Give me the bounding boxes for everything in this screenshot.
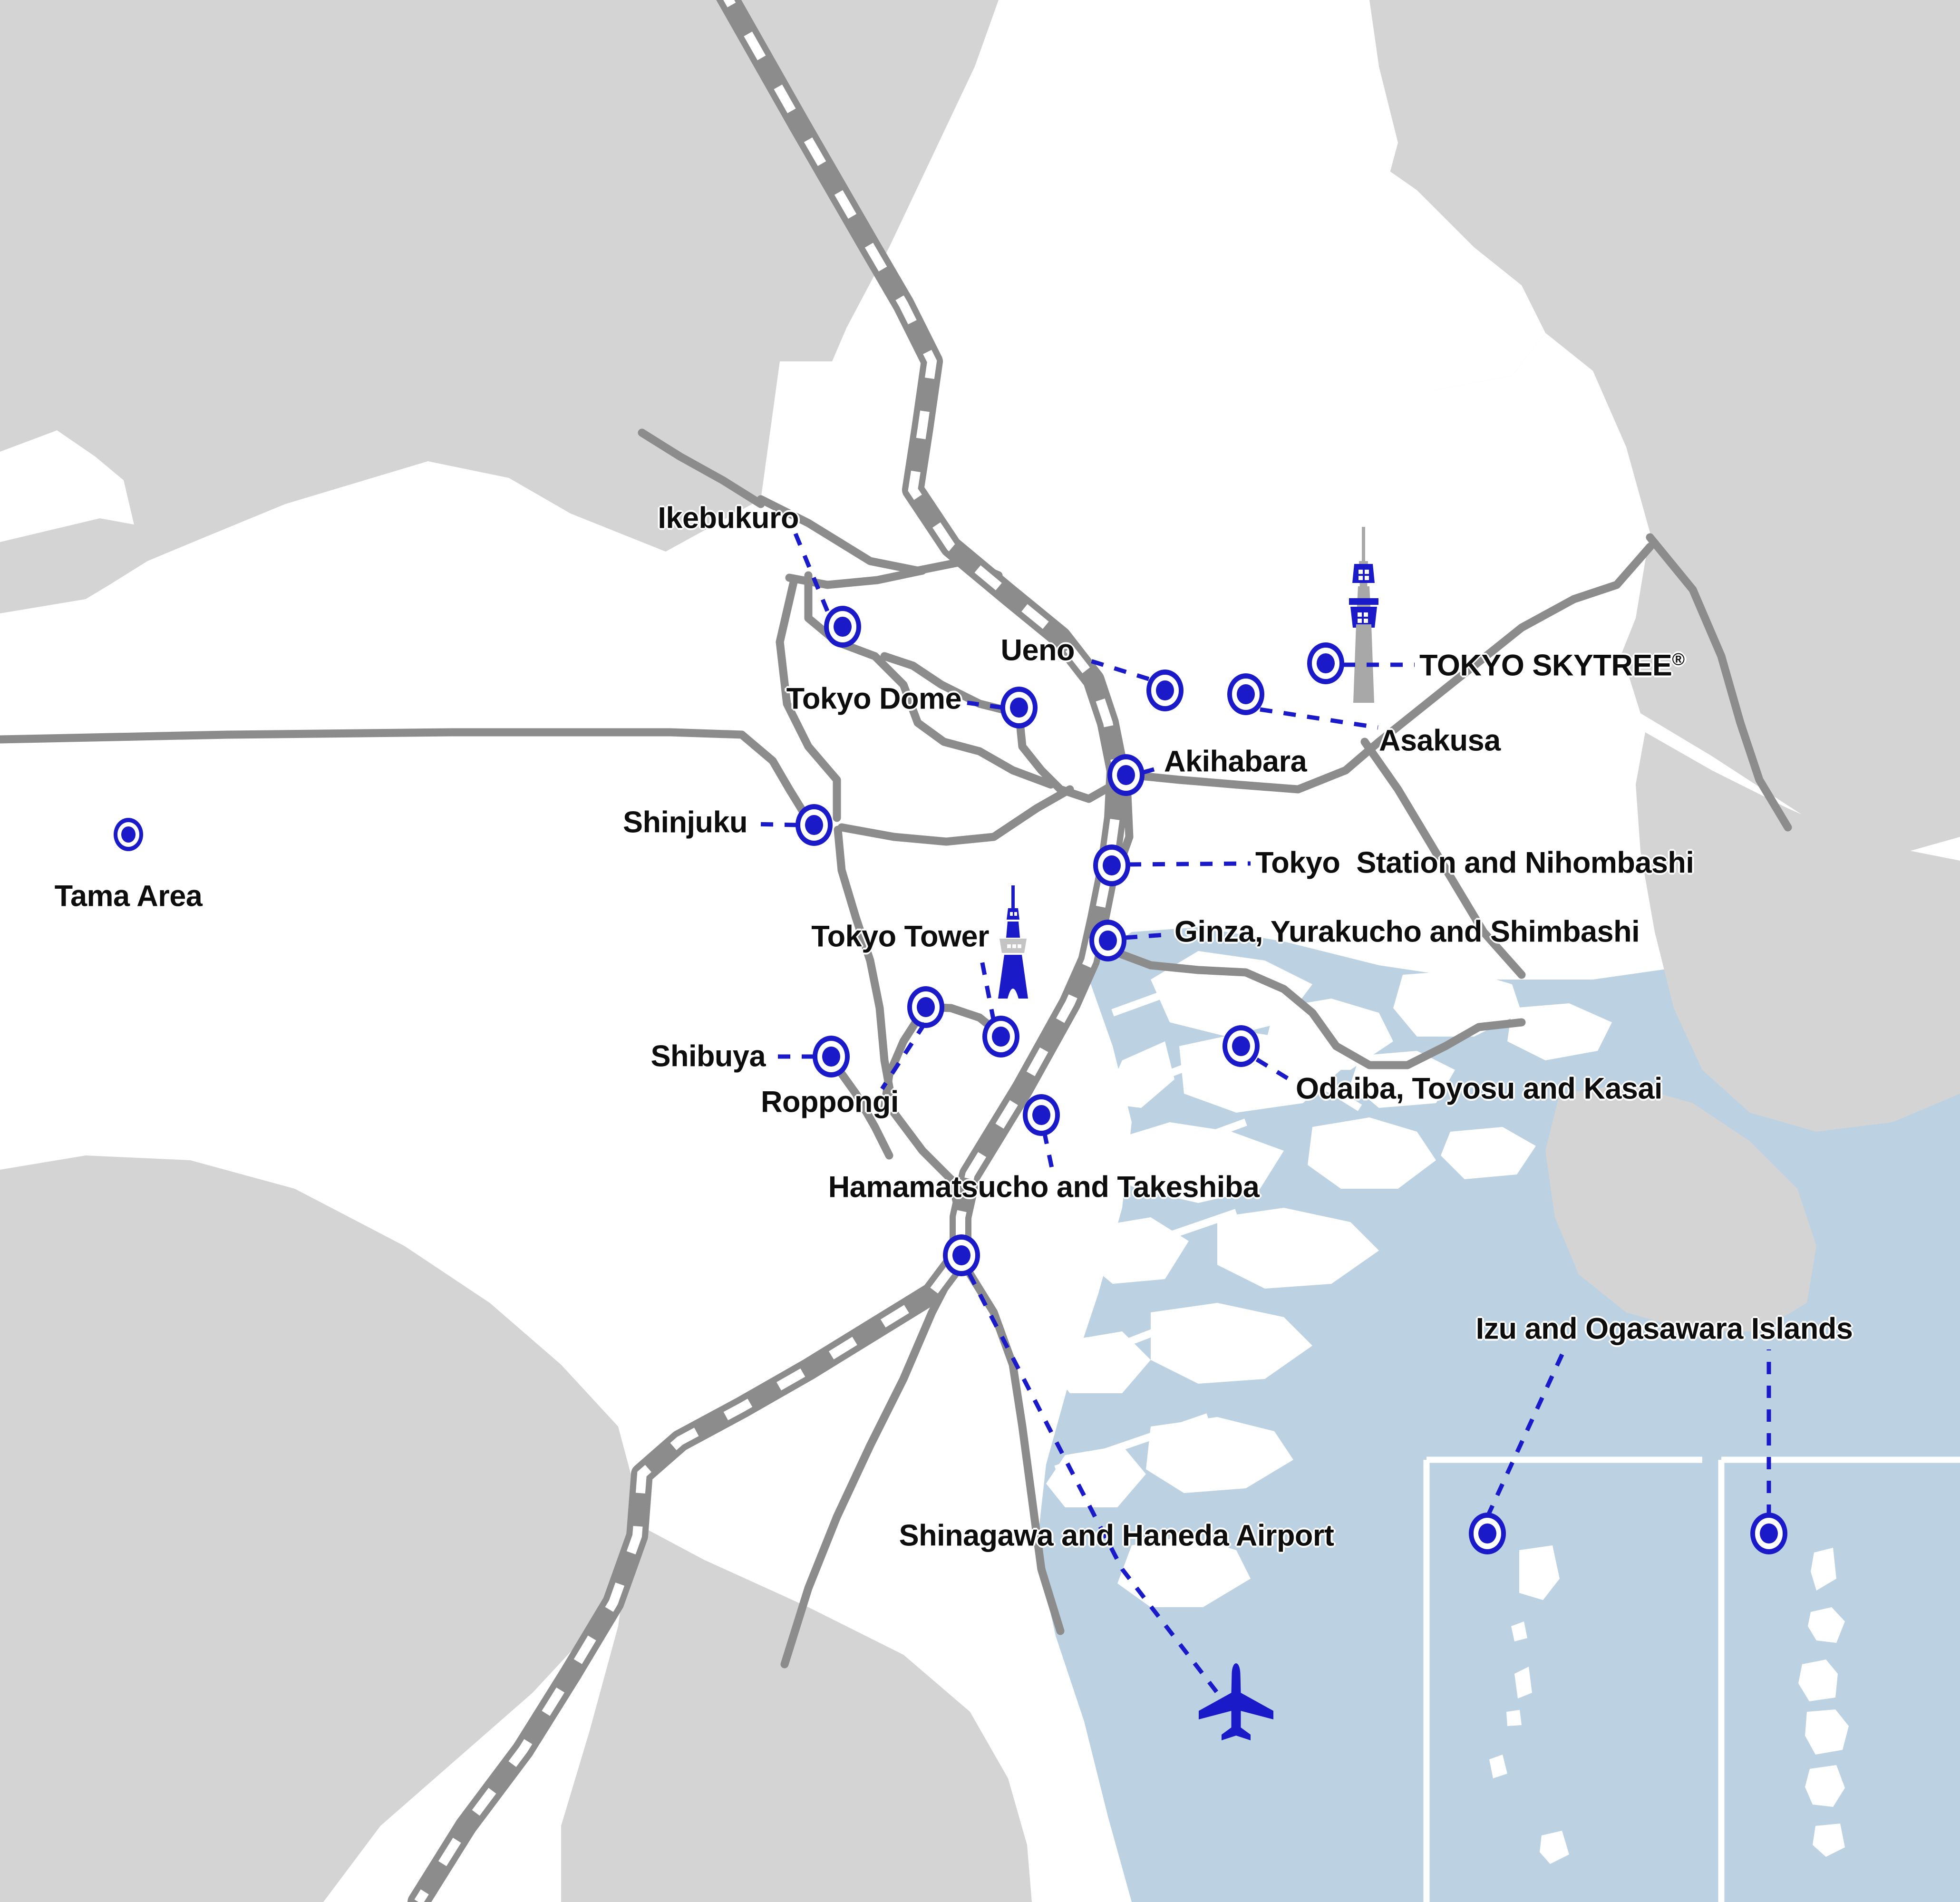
- marker-ueno[interactable]: [1146, 670, 1184, 711]
- marker-core: [1478, 1523, 1496, 1544]
- label-tokyo-skytree[interactable]: TOKYO SKYTREE®: [1419, 649, 1685, 682]
- marker-core: [834, 616, 852, 637]
- marker-ginza[interactable]: [1089, 920, 1126, 961]
- label-tokyo-station-nihombashi[interactable]: Tokyo Station and Nihombashi: [1255, 846, 1694, 880]
- marker-core: [1317, 653, 1335, 674]
- gray-area-northeast: [1365, 0, 1960, 856]
- gray-area-south: [561, 1522, 1032, 1902]
- marker-core: [805, 815, 823, 835]
- label-skytree-text: TOKYO SKYTREE: [1419, 649, 1672, 682]
- label-akihabara[interactable]: Akihabara: [1164, 745, 1307, 778]
- railway-dashes: [414, 0, 1123, 1902]
- label-ueno[interactable]: Ueno: [1000, 633, 1075, 667]
- marker-ogasawara-islands[interactable]: [1750, 1513, 1787, 1554]
- marker-roppongi[interactable]: [907, 986, 944, 1028]
- marker-core: [1237, 684, 1255, 705]
- marker-core: [1117, 765, 1135, 786]
- marker-shinagawa[interactable]: [943, 1234, 980, 1276]
- registered-trademark-icon: ®: [1672, 649, 1685, 669]
- label-roppongi[interactable]: Roppongi: [761, 1085, 899, 1119]
- marker-core: [822, 1046, 840, 1067]
- gray-area-east-lower: [1545, 1084, 1816, 1331]
- label-odaiba-toyosu-kasai[interactable]: Odaiba, Toyosu and Kasai: [1296, 1072, 1663, 1106]
- gray-area-west-wedge: [0, 518, 204, 613]
- airplane-icon: [1199, 1663, 1273, 1740]
- marker-tokyo-tower[interactable]: [982, 1016, 1019, 1058]
- marker-tokyo-station[interactable]: [1093, 844, 1130, 886]
- marker-shibuya[interactable]: [813, 1036, 850, 1077]
- marker-core: [1010, 697, 1028, 718]
- marker-core: [1760, 1523, 1778, 1544]
- marker-core: [952, 1245, 970, 1266]
- label-ikebukuro[interactable]: Ikebukuro: [658, 501, 799, 535]
- label-tokyo-tower[interactable]: Tokyo Tower: [811, 920, 989, 953]
- marker-shinjuku[interactable]: [796, 804, 833, 846]
- marker-tokyo-dome[interactable]: [1000, 687, 1038, 728]
- marker-core: [992, 1026, 1010, 1047]
- tokyo-tower-icon: [998, 885, 1028, 999]
- railway-line: [408, 0, 1128, 1902]
- marker-akihabara[interactable]: [1107, 754, 1145, 796]
- label-shibuya[interactable]: Shibuya: [650, 1039, 766, 1073]
- gray-area-northwest: [0, 0, 999, 585]
- marker-core: [1156, 680, 1174, 701]
- white-bite-northeast: [1331, 157, 1545, 390]
- marker-core: [1232, 1036, 1250, 1057]
- label-tokyo-dome[interactable]: Tokyo Dome: [786, 682, 962, 716]
- label-shinjuku[interactable]: Shinjuku: [623, 805, 748, 839]
- marker-tokyo-skytree[interactable]: [1307, 642, 1344, 684]
- marker-core: [1032, 1105, 1050, 1126]
- label-ginza-yurakucho-shimbashi[interactable]: Ginza, Yurakucho and Shimbashi: [1174, 915, 1640, 949]
- marker-izu-islands[interactable]: [1469, 1513, 1506, 1554]
- label-tama-area[interactable]: Tama Area: [54, 879, 203, 913]
- marker-core: [917, 997, 935, 1018]
- tokyo-skytree-tower-icon: [1349, 527, 1378, 703]
- label-asakusa[interactable]: Asakusa: [1379, 724, 1501, 757]
- marker-core: [121, 826, 136, 843]
- gray-area-southwest: [0, 1155, 637, 1902]
- label-hamamatsucho-takeshiba[interactable]: Hamamatsucho and Takeshiba: [828, 1170, 1260, 1204]
- marker-core: [1099, 930, 1117, 951]
- marker-ikebukuro[interactable]: [824, 606, 861, 648]
- label-izu-ogasawara-islands[interactable]: Izu and Ogasawara Islands: [1475, 1312, 1853, 1346]
- marker-hamamatsucho[interactable]: [1023, 1094, 1060, 1136]
- gray-area-east-chiba: [1636, 732, 1960, 1132]
- marker-core: [1103, 855, 1121, 876]
- marker-tama[interactable]: [114, 818, 143, 851]
- label-shinagawa-haneda-airport[interactable]: Shinagawa and Haneda Airport: [899, 1519, 1334, 1553]
- island-inset-panels: [1423, 1456, 1960, 1902]
- marker-odaiba[interactable]: [1223, 1025, 1260, 1067]
- marker-asakusa[interactable]: [1227, 673, 1264, 715]
